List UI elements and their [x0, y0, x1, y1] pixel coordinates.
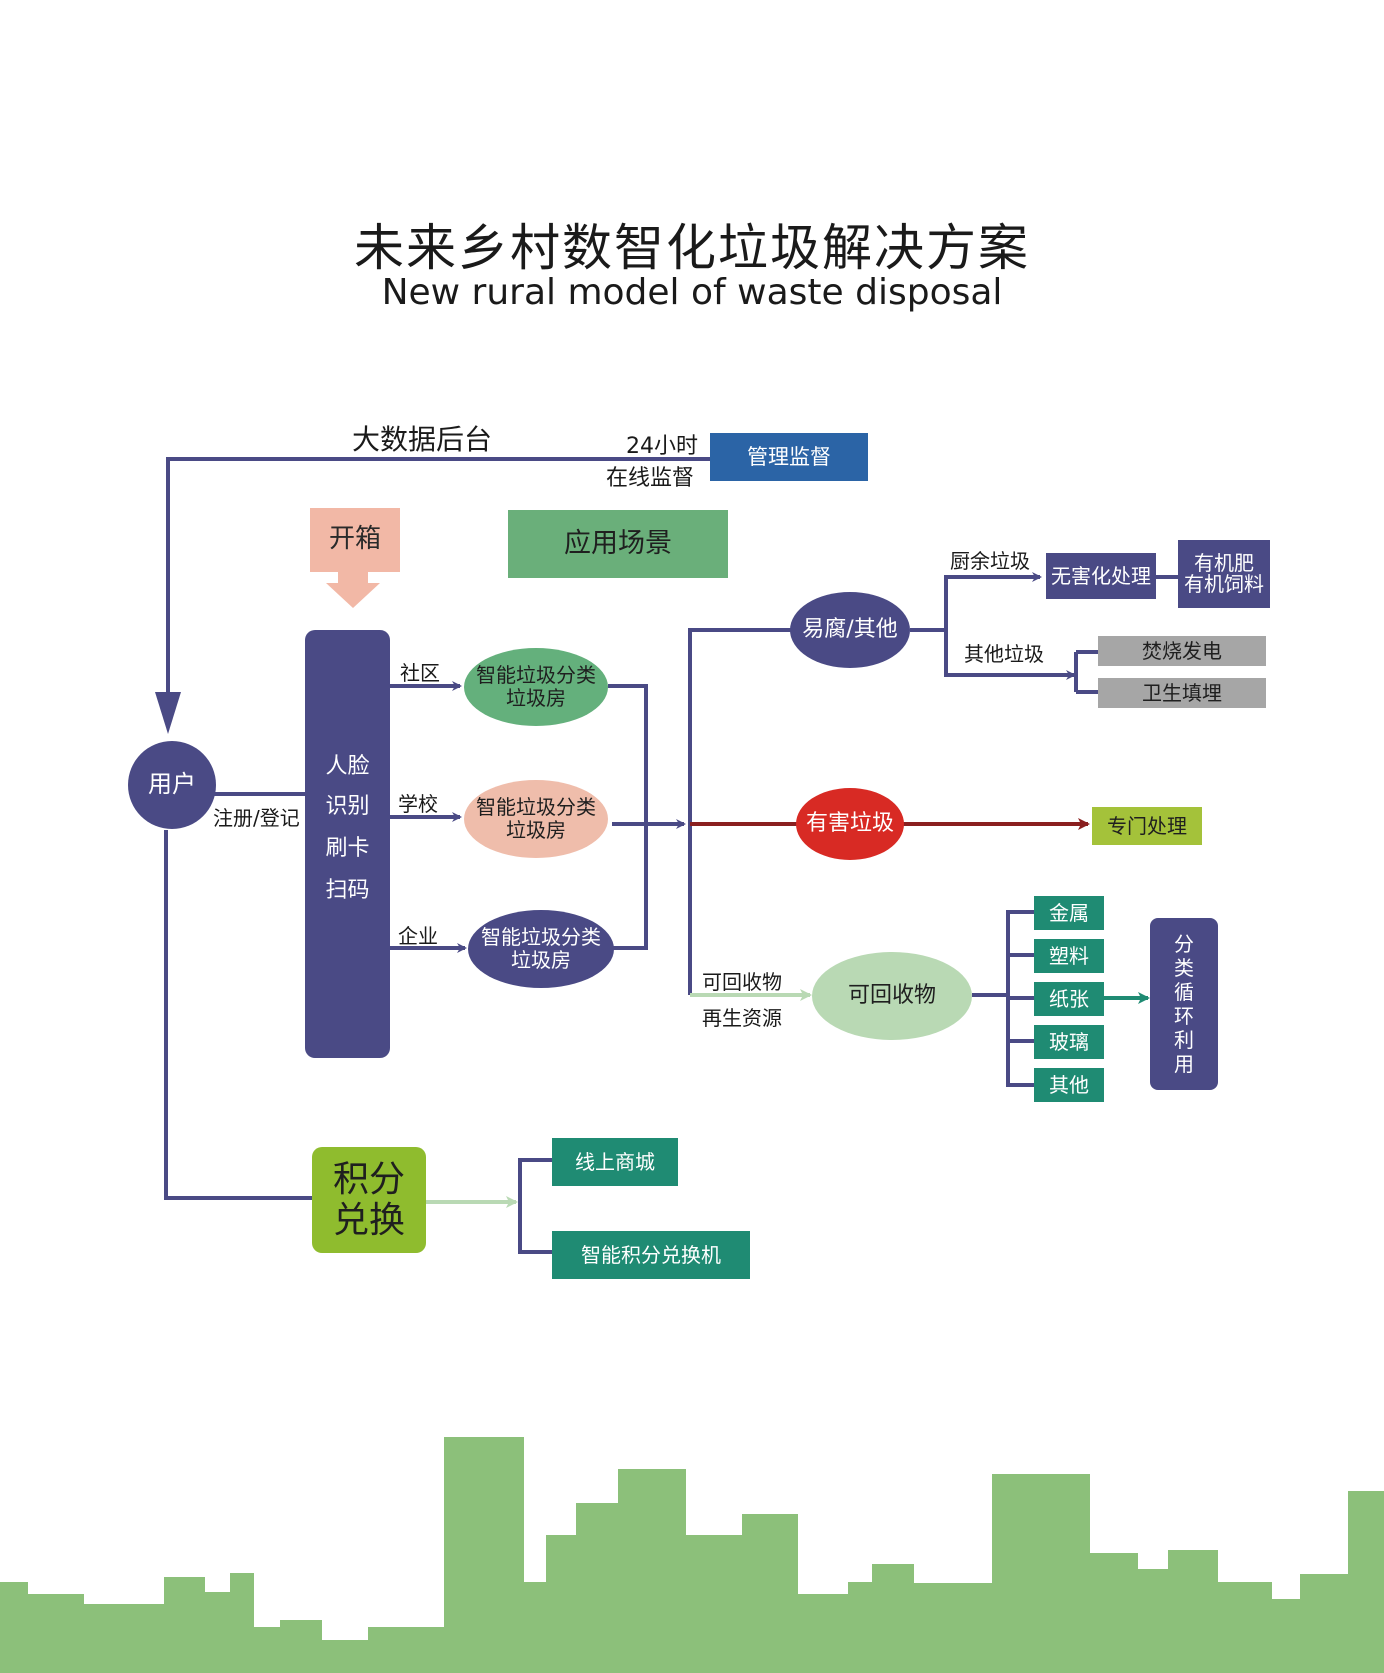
scenario-box[interactable]: 应用场景 [508, 510, 728, 578]
identify-face: 人脸 [325, 754, 370, 779]
scenario-label: 应用场景 [564, 527, 672, 559]
online-mall-box[interactable]: 线上商城 [552, 1138, 678, 1186]
cycle-box[interactable]: 分 类 循 环 利 用 [1150, 918, 1218, 1090]
scene-enterprise-line1: 智能垃圾分类 [481, 925, 601, 949]
cycle-char-1: 分 [1174, 932, 1194, 956]
items-bracket-line [1006, 910, 1034, 1087]
points-box[interactable]: 积分 兑换 [312, 1147, 426, 1253]
backend-arrowhead [155, 692, 181, 734]
recyclable-node[interactable]: 可回收物 [812, 952, 972, 1040]
special-label: 专门处理 [1107, 813, 1187, 838]
perishable-split-line [910, 572, 1042, 632]
kitchen-waste-label: 厨余垃圾 [950, 549, 1030, 573]
special-box[interactable]: 专门处理 [1092, 807, 1202, 845]
scene-label-enterprise: 企业 [398, 924, 438, 948]
item-glass[interactable]: 玻璃 [1034, 1025, 1104, 1059]
monitor-online-label: 在线监督 [606, 466, 695, 491]
fertilizer-box[interactable]: 有机肥 有机饲料 [1178, 540, 1270, 608]
item-metal-label: 金属 [1049, 900, 1089, 925]
perishable-branch-line [688, 628, 792, 995]
backend-label: 大数据后台 [352, 423, 493, 456]
cycle-char-3: 循 [1174, 980, 1194, 1004]
open-box[interactable]: 开箱 [310, 508, 400, 572]
perishable-node[interactable]: 易腐/其他 [790, 592, 910, 668]
scene-school-line1: 智能垃圾分类 [476, 795, 596, 819]
exchange-machine-box[interactable]: 智能积分兑换机 [552, 1231, 750, 1279]
harmless-label: 无害化处理 [1051, 563, 1151, 588]
page-subtitle: New rural model of waste disposal [381, 272, 1003, 313]
perishable-label: 易腐/其他 [802, 617, 898, 643]
management-label: 管理监督 [747, 444, 831, 469]
points-line1: 积分 [332, 1158, 405, 1200]
scene-community-room[interactable]: 智能垃圾分类 垃圾房 [464, 648, 608, 726]
incinerate-label: 焚烧发电 [1142, 638, 1222, 663]
scene-enterprise-line2: 垃圾房 [511, 948, 571, 972]
landfill-box[interactable]: 卫生填埋 [1098, 678, 1266, 708]
item-glass-label: 玻璃 [1049, 1029, 1089, 1054]
online-mall-label: 线上商城 [575, 1149, 655, 1174]
scene-label-school: 学校 [398, 792, 438, 816]
hazardous-node[interactable]: 有害垃圾 [796, 788, 904, 860]
user-node[interactable]: 用户 [128, 741, 216, 829]
management-box[interactable]: 管理监督 [710, 433, 868, 481]
other-waste-line [944, 630, 1076, 680]
identify-column[interactable]: 人脸 识别 刷卡 扫码 [305, 630, 390, 1058]
points-line [164, 830, 312, 1200]
city-skyline [0, 1437, 1384, 1673]
cycle-char-2: 类 [1174, 956, 1194, 980]
harmless-box[interactable]: 无害化处理 [1046, 553, 1156, 599]
register-label: 注册/登记 [213, 806, 300, 830]
backend-line [166, 457, 710, 700]
landfill-label: 卫生填埋 [1142, 680, 1222, 705]
recyclable-node-label: 可回收物 [847, 983, 936, 1009]
item-other-label: 其他 [1049, 1072, 1089, 1097]
monitor-hours-label: 24小时 [626, 434, 698, 459]
scene-merge-line [608, 684, 648, 950]
item-other[interactable]: 其他 [1034, 1068, 1104, 1102]
cycle-char-6: 用 [1174, 1052, 1194, 1076]
recyclable-label-line2: 再生资源 [702, 1006, 782, 1030]
item-paper-label: 纸张 [1049, 986, 1089, 1011]
scene-school-line2: 垃圾房 [506, 818, 566, 842]
item-paper[interactable]: 纸张 [1034, 982, 1104, 1016]
item-plastic-label: 塑料 [1049, 943, 1089, 968]
user-label: 用户 [148, 770, 196, 799]
scene-community-line2: 垃圾房 [506, 686, 566, 710]
other-waste-split-line [1074, 650, 1098, 694]
exchange-machine-label: 智能积分兑换机 [581, 1242, 721, 1267]
hazardous-label: 有害垃圾 [805, 811, 894, 837]
identify-scan: 扫码 [325, 878, 370, 903]
page-title: 未来乡村数智化垃圾解决方案 [354, 219, 1030, 277]
scene-community-line1: 智能垃圾分类 [476, 663, 596, 687]
identify-recognition: 识别 [325, 794, 370, 819]
points-line2: 兑换 [332, 1200, 405, 1241]
item-metal[interactable]: 金属 [1034, 896, 1104, 930]
fertilizer-line1: 有机肥 [1194, 551, 1254, 575]
other-waste-label: 其他垃圾 [964, 642, 1044, 666]
open-box-label: 开箱 [328, 524, 381, 555]
cycle-char-4: 环 [1174, 1004, 1194, 1028]
scene-enterprise-room[interactable]: 智能垃圾分类 垃圾房 [468, 910, 614, 988]
cycle-char-5: 利 [1174, 1028, 1194, 1052]
recyclable-label-line1: 可回收物 [702, 970, 782, 994]
incinerate-box[interactable]: 焚烧发电 [1098, 636, 1266, 666]
scene-school-room[interactable]: 智能垃圾分类 垃圾房 [464, 780, 608, 858]
item-plastic[interactable]: 塑料 [1034, 939, 1104, 973]
identify-card: 刷卡 [325, 836, 370, 861]
open-box-down-arrow [326, 570, 380, 608]
scene-label-community: 社区 [400, 661, 440, 685]
points-bracket-line [518, 1158, 552, 1254]
fertilizer-line2: 有机饲料 [1184, 572, 1264, 596]
